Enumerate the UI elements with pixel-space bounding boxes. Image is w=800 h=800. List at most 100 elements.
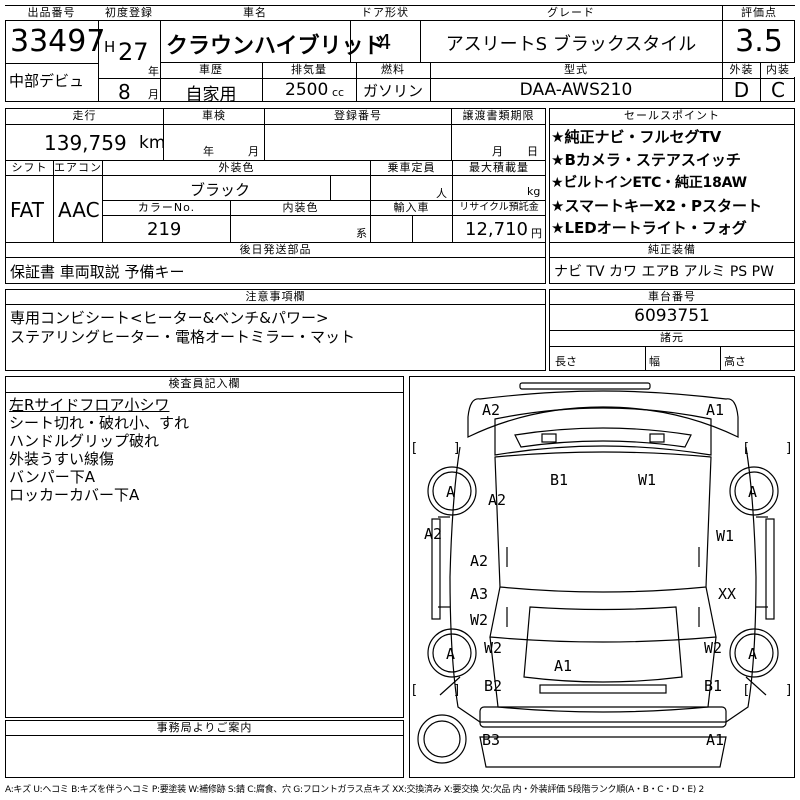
inspection-month-unit: 月 [248,145,259,158]
recycle-label: リサイクル預託金 [453,201,545,215]
spec-block [5,108,546,284]
damage-mark: A1 [554,657,573,675]
damage-mark: B1 [704,677,723,695]
inspector-block [5,376,404,718]
grade-label: グレード [420,6,722,20]
later-parts-label: 後日発送部品 [6,243,545,257]
damage-mark: A [748,483,758,501]
capacity-label: 乗車定員 [371,161,452,175]
transfer-label: 譲渡書類期限 [452,109,545,123]
model-label: 型式 [431,63,721,77]
fuel-label: 燃料 [357,63,429,77]
color-no: 219 [147,219,182,240]
model: DAA-AWS210 [519,80,633,100]
month: 8 [118,80,131,104]
ext-grade: D [733,78,750,102]
damage-mark: W2 [704,639,723,657]
header-block [5,5,795,102]
length-label: 長さ [555,355,577,368]
score-label: 評価点 [723,6,795,20]
bracket-mark: [ [412,441,418,456]
lot-no-label: 出品番号 [5,6,98,20]
damage-mark: A2 [470,552,489,570]
chassis-label: 車台番号 [550,290,794,304]
inspector-line: ロッカーカバー下A [9,486,140,504]
damage-diagram: A2 A1 B1 W1 A A A2 A2 W1 A2 A3 XX W2 W2 … [409,376,795,778]
recycle: 12,710 [465,219,528,240]
door-label: ドア形状 [350,6,420,20]
damage-mark: XX [718,585,737,603]
mileage-unit: km [139,133,166,153]
int-grade-label: 内装 [761,63,795,77]
damage-mark: A1 [706,731,725,749]
legend: A:キズ U:ヘコミ B:キズを伴うヘコミ P:要塗装 W:補修跡 S:錆 C:… [5,785,704,795]
mileage-label: 走行 [6,109,163,123]
ext-grade-label: 外装 [723,63,760,77]
ac-label: エアコン [54,161,102,175]
bracket-mark: ] [454,683,460,698]
inspector-label: 検査員記入欄 [6,377,403,391]
displacement-label: 排気量 [263,63,355,77]
inspector-line: 外装うすい線傷 [9,450,115,468]
car-name-label: 車名 [160,6,350,20]
bracket-mark: [ [412,683,418,698]
transfer-day-unit: 日 [527,145,538,158]
notes-line: 専用コンビシート<ヒーター&ベンチ&パワー> [10,309,329,327]
year-unit: 年 [148,65,159,78]
damage-mark: W1 [638,471,657,489]
int-color-label: 内装色 [231,201,370,215]
shift: FAT [10,198,45,222]
damage-mark: A1 [706,401,725,419]
grade: アスリートS ブラックスタイル [445,34,697,55]
year: 27 [118,38,149,66]
int-grade: C [771,78,785,102]
car-outline-diagram [417,382,779,768]
capacity-unit: 人 [436,187,447,200]
load-unit: kg [527,185,541,198]
bracket-mark: ] [786,683,792,698]
displacement: 2500 [285,80,329,100]
damage-mark: A2 [488,491,507,509]
bracket-mark: ] [454,441,460,456]
year-label: 初度登録 [98,6,160,20]
ext-color: ブラック [190,181,251,199]
inspection-label: 車検 [164,109,264,123]
era: H [104,38,116,56]
damage-mark: W2 [470,611,489,629]
damage-mark: A2 [482,401,501,419]
reg-label: 登録番号 [265,109,451,123]
import-label: 輸入車 [371,201,452,215]
sales-point-item: ★スマートキーX2・Pスタート [551,197,762,215]
recycle-unit: 円 [531,227,542,240]
height-label: 高さ [724,355,746,368]
damage-mark: B1 [550,471,569,489]
damage-mark: A [748,645,758,663]
fuel: ガソリン [362,82,423,100]
office-label: 事務局よりご案内 [6,721,403,735]
load-label: 最大積載量 [453,161,545,175]
inspection-year-unit: 年 [203,145,214,158]
damage-mark: A [446,645,456,663]
damage-mark: W2 [484,639,503,657]
damage-mark: A3 [470,585,489,603]
width-label: 幅 [649,355,660,368]
inspector-line: シート切れ・破れ小、すれ [9,414,190,432]
mileage: 139,759 [44,131,127,155]
ext-color-label: 外装色 [103,161,370,175]
dims-label: 諸元 [550,331,794,345]
bracket-mark: [ [744,683,750,698]
sales-point-item: ★Bカメラ・ステアスイッチ [551,151,741,169]
month-unit: 月 [148,88,159,101]
damage-mark: B2 [484,677,503,695]
score: 3.5 [735,24,783,59]
notes-line: ステアリングヒーター・電格オートミラー・マット [10,328,356,346]
transfer-month-unit: 月 [492,145,503,158]
sales-points-label: セールスポイント [550,109,794,123]
damage-mark: A [446,483,456,501]
damage-mark: W1 [716,527,735,545]
sales-point-item: ★LEDオートライト・フォグ [551,219,747,237]
debut-label: 中部デビュ [9,72,85,90]
notes-block [5,289,546,371]
bracket-mark: ] [786,441,792,456]
doors: 4 [378,30,392,54]
